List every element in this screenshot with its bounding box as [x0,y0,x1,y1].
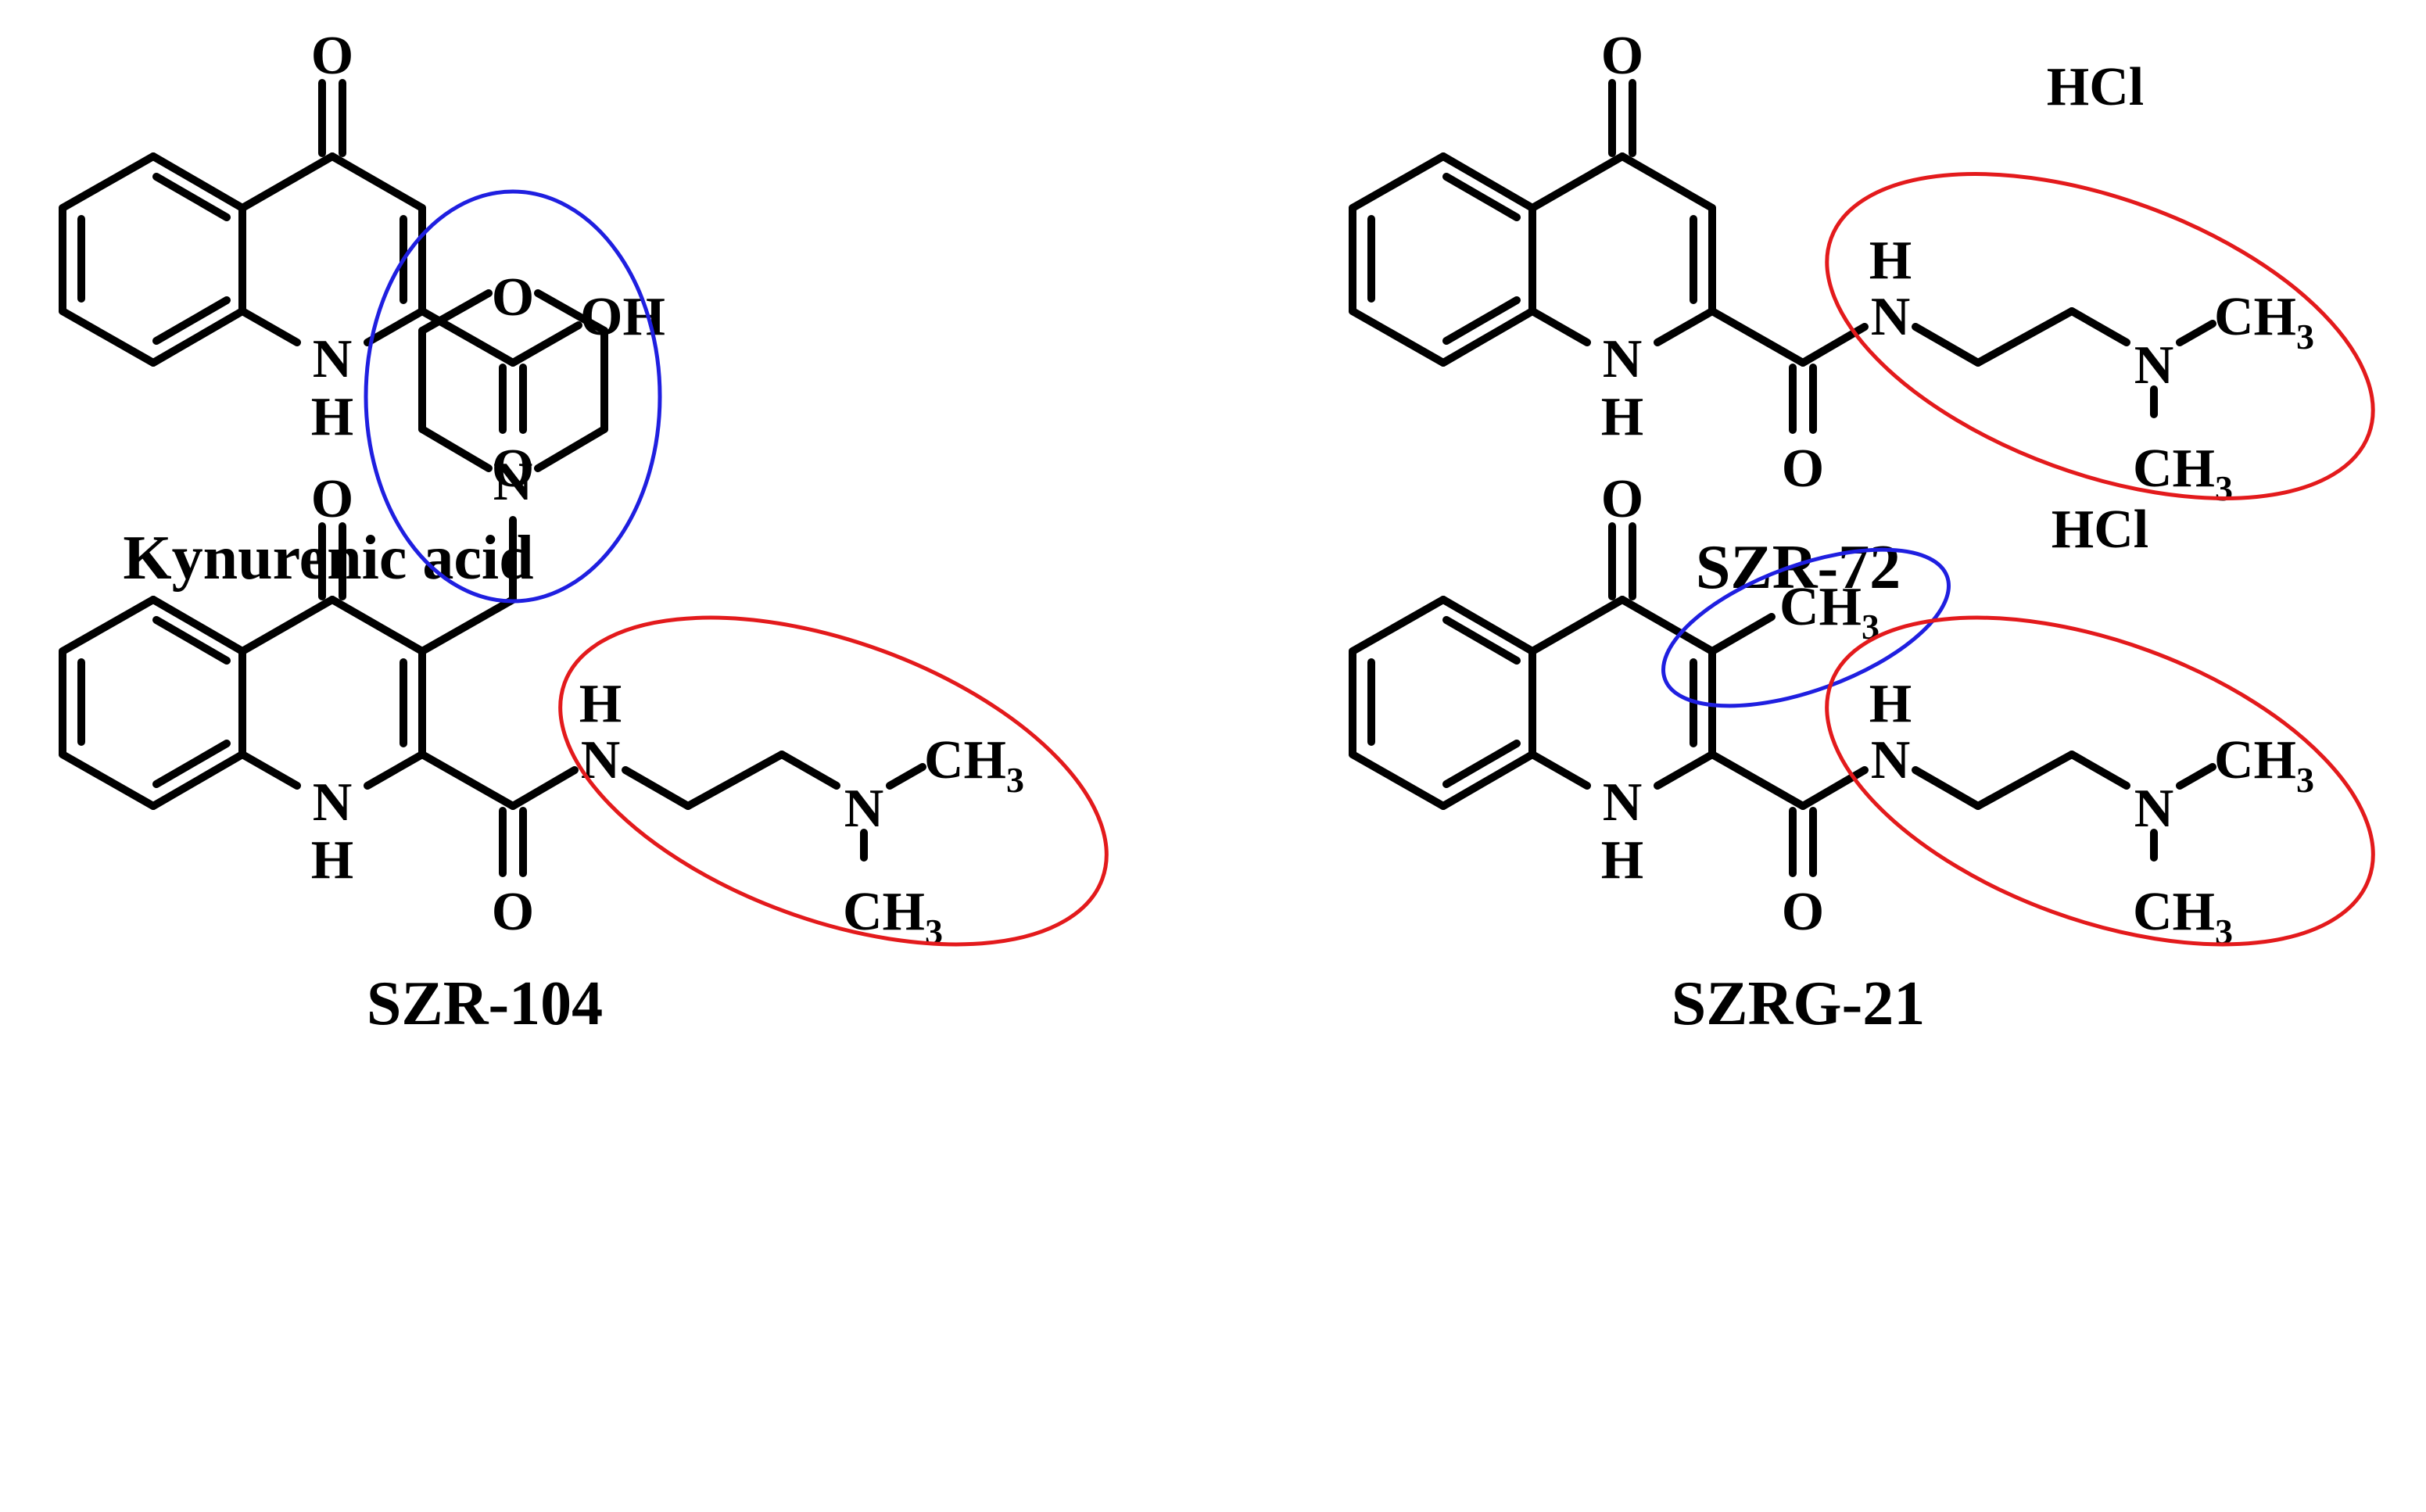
szrg21-amide-nitrogen: N [1871,730,1911,790]
kynurenic-acid-structure: O N H OH O Kynurenic acid [59,26,665,593]
kyna-ring-hydrogen: H [311,387,353,447]
szr104-methyl-1: CH3 [924,730,1024,800]
szr104-amine-nitrogen: N [844,779,884,839]
szrg21-methyl-2: CH3 [2133,882,2233,951]
szr104-morpholine-nitrogen: N [493,452,533,512]
szr72-ring-hydrogen: H [1601,387,1643,447]
szr104-ketone-oxygen: O [311,469,353,529]
szr104-ring-nitrogen: N [313,772,353,833]
szr-104-structure: O N H O N H N N CH3 CH3 O SZR-104 [59,189,1109,1038]
kyna-carbonyl-oxygen: O [492,439,534,499]
szrg21-methyl-1: CH3 [2214,730,2314,800]
compound-name-szrg-21: SZRG-21 [1672,969,1926,1038]
szr104-amide-nitrogen: N [581,730,621,790]
szr72-hcl-salt: HCl [2047,57,2144,117]
kyna-ketone-oxygen: O [311,26,353,86]
szr72-carbonyl-oxygen: O [1782,439,1824,499]
szr104-ring-hydrogen: H [311,830,353,890]
kyna-hydroxyl: OH [580,287,665,347]
szrg21-amine-nitrogen: N [2134,779,2174,839]
szr72-methyl-1: CH3 [2214,287,2314,357]
szr72-amide-hydrogen: H [1869,231,1912,291]
szr72-ring-nitrogen: N [1603,329,1643,389]
szrg21-ring-hydrogen: H [1601,830,1643,890]
szr104-carbonyl-oxygen: O [492,882,534,942]
compound-name-szr-72: SZR-72 [1696,533,1901,602]
compound-name-szr-104: SZR-104 [367,969,603,1038]
szr72-ketone-oxygen: O [1601,26,1643,86]
szrg21-ketone-oxygen: O [1601,469,1643,529]
szrg21-hcl-salt: HCl [2052,500,2148,560]
szr72-amine-nitrogen: N [2134,335,2174,396]
szr72-amide-nitrogen: N [1871,287,1911,347]
szrg21-carbonyl-oxygen: O [1782,882,1824,942]
szrg21-side-chain-highlight [1825,615,2375,947]
compound-name-kynurenic-acid: Kynurenic acid [123,524,533,593]
szr-104-bonds [59,289,926,877]
kyna-ring-nitrogen: N [313,329,353,389]
szr-72-bonds [1349,79,2216,434]
szr72-side-chain-highlight [1825,172,2375,500]
szr104-morpholine-highlight [364,189,662,604]
szr104-amide-hydrogen: H [579,674,622,734]
szrg-21-structure: O N H CH3 H N N CH3 CH3 O HCl SZRG-21 [1349,469,2375,1038]
szr104-side-chain-highlight [558,615,1109,947]
szrg21-c3-methyl: CH3 [1779,577,1880,647]
szrg21-ring-nitrogen: N [1603,772,1643,833]
szr104-morpholine-oxygen: O [492,267,534,328]
szrg21-amide-hydrogen: H [1869,674,1912,734]
szrg21-methyl-highlight [1661,547,1951,708]
szr-72-structure: O N H H N N CH3 CH3 O HCl SZR-72 [1349,26,2375,602]
